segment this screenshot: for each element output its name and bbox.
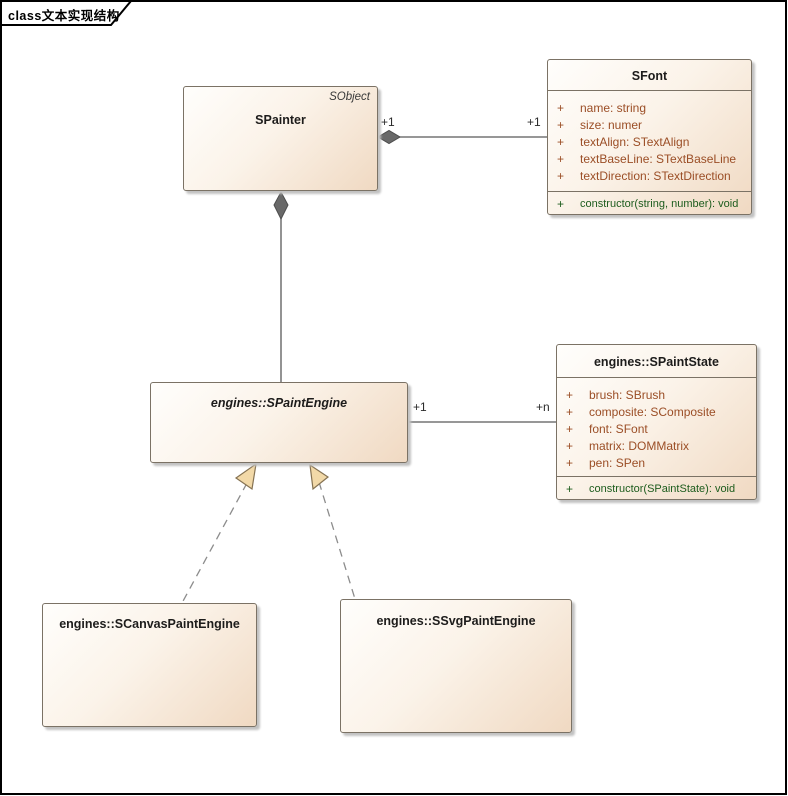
class-box-spaintengine[interactable]: engines::SPaintEngine	[150, 382, 408, 463]
visibility-marker: +	[566, 481, 574, 496]
multiplicity-label: +1	[527, 115, 541, 129]
class-box-ssvgpaintengine[interactable]: engines::SSvgPaintEngine	[340, 599, 572, 733]
attribute-text: matrix: DOMMatrix	[589, 438, 689, 453]
visibility-marker: +	[557, 134, 565, 149]
class-box-spaintstate[interactable]: engines::SPaintState + brush: SBrush + c…	[556, 344, 757, 500]
operation-row: + constructor(SPaintState): void	[557, 480, 756, 497]
class-title: engines::SPaintEngine	[210, 396, 348, 410]
class-box-scanvaspaintengine[interactable]: engines::SCanvasPaintEngine	[42, 603, 257, 727]
operations-compartment: + constructor(SPaintState): void	[557, 476, 756, 499]
composition-diamond-icon	[273, 190, 289, 221]
visibility-marker: +	[557, 196, 565, 211]
attribute-row: + textAlign: STextAlign	[548, 133, 751, 150]
attribute-row: + textDirection: STextDirection	[548, 167, 751, 184]
attribute-text: textBaseLine: STextBaseLine	[580, 151, 737, 166]
class-title: SPainter	[255, 113, 306, 127]
attribute-row: + matrix: DOMMatrix	[557, 437, 756, 454]
attribute-text: name: string	[580, 100, 647, 115]
composition-diamond-icon	[377, 129, 401, 145]
attribute-text: brush: SBrush	[589, 387, 666, 402]
class-title: engines::SCanvasPaintEngine	[59, 617, 240, 631]
operation-text: constructor(string, number): void	[580, 197, 739, 210]
operations-compartment: + constructor(string, number): void	[548, 191, 751, 214]
visibility-marker: +	[557, 151, 565, 166]
attribute-text: size: numer	[580, 117, 643, 132]
attribute-row: + font: SFont	[557, 420, 756, 437]
multiplicity-label: +1	[381, 115, 395, 129]
attributes-compartment: + name: string + size: numer + textAlign…	[548, 90, 751, 191]
diagram-tab-shape[interactable]	[0, 0, 134, 26]
operation-row: + constructor(string, number): void	[548, 195, 751, 212]
multiplicity-label: +1	[413, 400, 427, 414]
attribute-text: textAlign: STextAlign	[580, 134, 690, 149]
operation-text: constructor(SPaintState): void	[589, 482, 736, 495]
multiplicity-label: +n	[536, 400, 550, 414]
visibility-marker: +	[557, 117, 565, 132]
connector-scanvas-realization[interactable]	[181, 482, 248, 604]
visibility-marker: +	[566, 438, 574, 453]
generalization-arrow-icon	[234, 462, 257, 491]
visibility-marker: +	[557, 100, 565, 115]
attribute-row: + size: numer	[548, 116, 751, 133]
class-title: engines::SPaintState	[593, 355, 720, 369]
visibility-marker: +	[566, 421, 574, 436]
parent-class-label: SObject	[329, 91, 370, 103]
attribute-row: + pen: SPen	[557, 454, 756, 471]
attribute-row: + textBaseLine: STextBaseLine	[548, 150, 751, 167]
visibility-marker: +	[557, 168, 565, 183]
class-box-sfont[interactable]: SFont + name: string + size: numer + tex…	[547, 59, 752, 215]
class-title: SFont	[631, 69, 668, 83]
attribute-row: + composite: SComposite	[557, 403, 756, 420]
visibility-marker: +	[566, 455, 574, 470]
attribute-text: pen: SPen	[589, 455, 646, 470]
attribute-text: composite: SComposite	[589, 404, 716, 419]
visibility-marker: +	[566, 387, 574, 402]
attributes-compartment: + brush: SBrush + composite: SComposite …	[557, 377, 756, 476]
attribute-text: textDirection: STextDirection	[580, 168, 731, 183]
diagram-tab-label[interactable]: class文本实现结构	[8, 9, 120, 23]
attribute-row: + brush: SBrush	[557, 386, 756, 403]
attribute-text: font: SFont	[589, 421, 648, 436]
visibility-marker: +	[566, 404, 574, 419]
class-title: engines::SSvgPaintEngine	[376, 614, 536, 628]
class-box-spainter[interactable]: SObject SPainter	[183, 86, 378, 191]
attribute-row: + name: string	[548, 99, 751, 116]
connector-ssvg-realization[interactable]	[318, 481, 356, 600]
generalization-arrow-icon	[309, 463, 330, 491]
